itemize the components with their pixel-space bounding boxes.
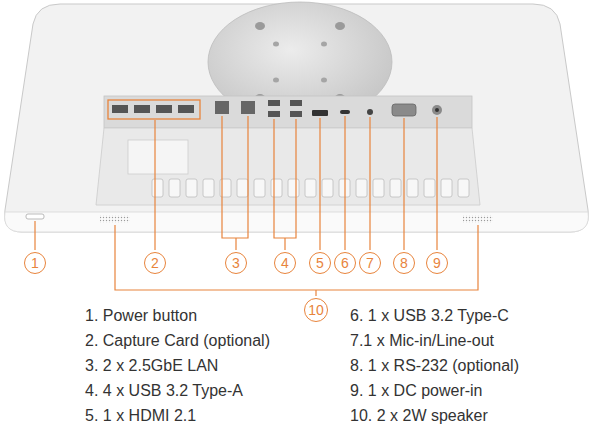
- callout-number: 1: [31, 256, 39, 270]
- leader-line: [115, 225, 478, 296]
- callout-number: 3: [232, 256, 240, 270]
- spec-item: 1. Power button: [85, 306, 197, 326]
- io-ports: [156, 105, 172, 113]
- spec-item: 3. 2 x 2.5GbE LAN: [85, 356, 218, 376]
- io-ports: [392, 104, 416, 116]
- leader-line: [344, 116, 345, 250]
- vesa-mount: [273, 78, 279, 83]
- callout-circle: 4: [274, 252, 296, 274]
- io-ports: [108, 100, 200, 119]
- io-ports: [340, 110, 350, 114]
- port-recess: [150, 178, 470, 200]
- spec-item: 4. 4 x USB 3.2 Type-A: [85, 381, 243, 401]
- io-ports: [290, 100, 302, 106]
- callout-circle: 6: [334, 252, 356, 274]
- callout-number: 5: [316, 256, 324, 270]
- leader-line: [403, 118, 404, 250]
- callout-circle: 9: [426, 252, 448, 274]
- io-ports: [312, 110, 328, 116]
- spec-item: 6. 1 x USB 3.2 Type-C: [350, 306, 509, 326]
- power-button: [26, 214, 44, 219]
- io-ports: [432, 105, 442, 115]
- leader-line: [319, 118, 320, 250]
- spec-item: 10. 2 x 2W speaker: [350, 406, 488, 426]
- callout-number: 10: [308, 303, 324, 317]
- callout-circle: 8: [393, 252, 415, 274]
- io-ports: [268, 111, 280, 117]
- leader-line: [34, 221, 35, 250]
- leader-line: [35, 116, 478, 296]
- io-ports: [268, 100, 280, 106]
- callout-circle: 10: [304, 298, 328, 322]
- callout-number: 4: [281, 256, 289, 270]
- callout-number: 2: [151, 256, 159, 270]
- spec-item: 5. 1 x HDMI 2.1: [85, 406, 196, 426]
- callout-circle: 7: [359, 252, 381, 274]
- io-ports: [112, 105, 128, 113]
- spec-item: 9. 1 x DC power-in: [350, 381, 483, 401]
- port-recess: [128, 140, 188, 174]
- vesa-mount: [321, 78, 327, 83]
- spec-item: 2. Capture Card (optional): [85, 331, 270, 351]
- io-ports: [215, 101, 229, 114]
- io-ports: [435, 108, 439, 112]
- port-recess: [96, 96, 480, 205]
- callout-circle: 3: [225, 252, 247, 274]
- spec-item: 7.1 x Mic-in/Line-out: [350, 331, 494, 351]
- callout-number: 6: [341, 256, 349, 270]
- leader-line: [222, 116, 248, 250]
- port-recess: [104, 96, 472, 128]
- callout-circle: 1: [24, 252, 46, 274]
- port-recess: [96, 128, 480, 205]
- leader-line: [154, 120, 155, 250]
- vesa-mount: [321, 42, 327, 47]
- speaker-grill: [463, 215, 493, 223]
- power-button: [26, 214, 44, 219]
- callout-number: 7: [366, 256, 374, 270]
- io-ports: [108, 100, 442, 119]
- spec-item: 8. 1 x RS-232 (optional): [350, 356, 519, 376]
- leader-line: [436, 117, 437, 250]
- vesa-mount: [335, 22, 345, 30]
- callout-circle: 2: [144, 252, 166, 274]
- io-ports: [134, 105, 150, 113]
- callout-number: 8: [400, 256, 408, 270]
- io-ports: [367, 109, 373, 115]
- leader-line: [274, 119, 296, 250]
- leader-line: [369, 117, 370, 250]
- callout-circle: 5: [309, 252, 331, 274]
- io-ports: [178, 105, 194, 113]
- vesa-mount: [255, 22, 265, 30]
- callout-number: 9: [433, 256, 441, 270]
- io-ports: [241, 101, 255, 114]
- vesa-mount: [273, 42, 279, 47]
- io-ports: [290, 111, 302, 117]
- speaker-grill: [100, 215, 130, 223]
